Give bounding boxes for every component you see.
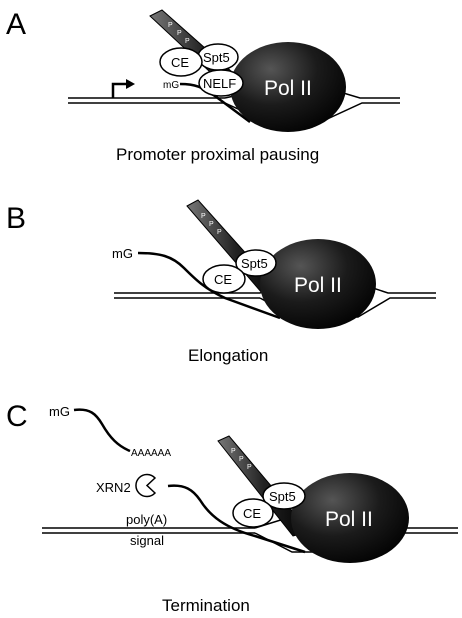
spt5-label-a: Spt5 bbox=[203, 50, 230, 65]
nelf-a bbox=[198, 69, 244, 97]
phospho-c-1: P bbox=[231, 448, 236, 455]
pol-ii-label-b: Pol II bbox=[294, 274, 342, 297]
ce-label-c: CE bbox=[243, 506, 261, 521]
panel-c-letter: C bbox=[6, 400, 28, 433]
phospho-a-2: P bbox=[177, 30, 182, 37]
caption-b: Elongation bbox=[188, 346, 268, 365]
pol-ii-b bbox=[260, 239, 376, 329]
ce-label-a: CE bbox=[171, 55, 189, 70]
cap-label-b: mG bbox=[112, 246, 133, 261]
cap-label-a: mG bbox=[163, 80, 179, 91]
tss-arrow bbox=[111, 82, 126, 98]
nelf-label-a: NELF bbox=[203, 76, 236, 91]
ce-b bbox=[202, 264, 246, 294]
panel-c: C mG AAAAAA XRN2 poly(A) signal Pol II S… bbox=[6, 400, 458, 615]
caption-a: Promoter proximal pausing bbox=[116, 145, 319, 164]
tss-arrow-head bbox=[126, 79, 135, 89]
cap-label-c: mG bbox=[49, 404, 70, 419]
released-rna bbox=[73, 408, 131, 453]
polya-signal-label-1: poly(A) bbox=[126, 512, 167, 527]
panel-a-letter: A bbox=[6, 8, 26, 41]
panel-a: A Pol II Spt5 CE NELF mG P P P Promoter … bbox=[6, 8, 400, 164]
phospho-a-1: P bbox=[168, 22, 173, 29]
pol-ii-label-c: Pol II bbox=[325, 508, 373, 531]
polya-tail-label: AAAAAA bbox=[131, 448, 171, 459]
pol-ii-c bbox=[291, 473, 409, 563]
xrn2-pacman bbox=[135, 473, 157, 498]
phospho-c-2: P bbox=[239, 456, 244, 463]
phospho-b-2: P bbox=[209, 221, 214, 228]
pol-ii-label-a: Pol II bbox=[264, 77, 312, 100]
ce-a bbox=[159, 47, 203, 77]
spt5-label-c: Spt5 bbox=[269, 489, 296, 504]
phospho-b-1: P bbox=[201, 213, 206, 220]
rna-b bbox=[137, 251, 281, 320]
phospho-a-3: P bbox=[185, 38, 190, 45]
caption-c: Termination bbox=[162, 596, 250, 615]
panel-b-letter: B bbox=[6, 202, 26, 235]
ce-c bbox=[232, 498, 274, 528]
spt5-label-b: Spt5 bbox=[241, 256, 268, 271]
panel-b: B Pol II Spt5 CE mG P P P Elongation bbox=[6, 199, 436, 365]
phospho-b-3: P bbox=[217, 229, 222, 236]
rna-c bbox=[167, 484, 306, 554]
xrn2-label: XRN2 bbox=[96, 480, 131, 495]
polya-signal-label-2: signal bbox=[130, 533, 164, 548]
phospho-c-3: P bbox=[247, 464, 252, 471]
ce-label-b: CE bbox=[214, 272, 232, 287]
spt5-c bbox=[262, 482, 306, 510]
pol-ii-a bbox=[230, 42, 346, 132]
spt5-b bbox=[235, 249, 277, 277]
